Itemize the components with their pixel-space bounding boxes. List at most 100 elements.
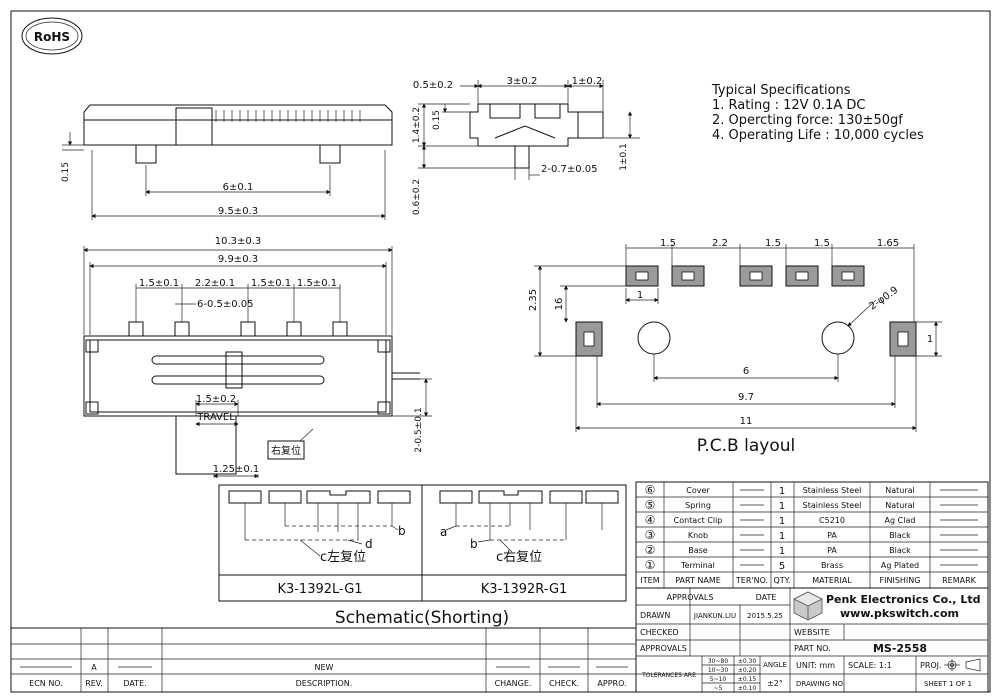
tb-tol-range-3: 5~10	[710, 676, 727, 683]
rev-header-change: CHANGE.	[495, 679, 532, 688]
bom-qty-2: 1	[779, 546, 785, 557]
tb-tol-range-4: ~5	[714, 685, 723, 692]
bom-finishing-3: Black	[889, 531, 911, 540]
tb-drawn-date: 2015.5.25	[747, 612, 783, 620]
end-dim-width: 3±0.2	[507, 76, 538, 87]
bom-part-3: Knob	[688, 531, 708, 540]
spec-line-2: 2. Opercting force: 130±50gf	[712, 113, 903, 128]
bom-part-5: Spring	[685, 501, 711, 510]
pcb-dim-overall: 11	[740, 416, 753, 427]
end-dim-lip: 1±0.2	[572, 76, 603, 87]
tb-approvals: APPROVALS	[667, 593, 714, 602]
tb-tolerances: TOLERANCES ARE	[641, 672, 696, 679]
specs-title: Typical Specifications	[711, 83, 851, 98]
rev-a: A	[91, 663, 97, 672]
side-dim-pitch: 6±0.1	[223, 182, 254, 193]
travel-label: TRAVEL	[196, 412, 235, 423]
front-view: 10.3±0.3 9.9±0.3 1.5±0.1 2.2±0.1 1.5±0.1…	[83, 236, 432, 479]
pcb-dim-tab-pitch: 9.7	[738, 392, 754, 403]
bom-item-3: ③	[645, 528, 656, 542]
pcb-dim-row-gap: 16	[554, 298, 565, 311]
schematic-title: Schematic(Shorting)	[335, 608, 509, 628]
rohs-logo: RoHS	[21, 17, 83, 55]
rev-new: NEW	[315, 663, 334, 672]
tb-scale: SCALE: 1:1	[848, 661, 892, 670]
tb-proj: PROJ.	[920, 661, 942, 670]
bom-finishing-5: Natural	[885, 501, 915, 510]
tb-tol-range-1: 30~80	[708, 658, 728, 665]
front-dim-pitch-2: 2.2±0.1	[195, 278, 235, 289]
spec-line-1: 1. Rating : 12V 0.1A DC	[712, 98, 865, 113]
tb-tol-range-2: 10~30	[708, 667, 728, 674]
reset-right-tag: 右复位	[271, 444, 301, 457]
front-dim-pin-width: 6-0.5±0.05	[197, 299, 254, 310]
rev-header-appro: APPRO.	[597, 679, 626, 688]
bom-part-2: Base	[688, 546, 708, 555]
schematic-left-b: b	[398, 524, 406, 538]
front-dim-travel: 1.25±0.1	[213, 464, 260, 475]
pcb-dim-tab-height: 1	[927, 334, 933, 345]
bom-qty-4: 1	[779, 516, 785, 527]
front-dim-knob-width: 1.5±0.2	[196, 394, 236, 405]
bom-table: ⑥ Cover 1 Stainless Steel Natural ⑤ Spri…	[635, 481, 989, 589]
front-dim-overall: 10.3±0.3	[215, 236, 262, 247]
tb-angle-value: ±2°	[767, 679, 783, 688]
schematic-left-label: K3-1392L-G1	[277, 582, 362, 597]
bom-item-4: ④	[645, 513, 656, 527]
bom-header-part-name: PART NAME	[675, 576, 721, 585]
bom-material-2: PA	[827, 546, 837, 555]
end-dim-pin-width: 2-0.7±0.05	[541, 164, 598, 175]
tb-date: DATE	[756, 593, 777, 602]
tb-drawn: DRAWN	[640, 611, 670, 620]
pcb-dim-hole-pitch: 6	[743, 366, 749, 377]
end-dim-pin-length: 0.6±0.2	[412, 179, 422, 215]
schematic-left-c: c左复位	[320, 550, 366, 565]
tb-tol-value-1: ±0.30	[738, 658, 757, 665]
tb-website: WEBSITE	[794, 628, 830, 637]
bom-finishing-1: Ag Plated	[881, 561, 919, 570]
bom-finishing-2: Black	[889, 546, 911, 555]
side-dim-length: 9.5±0.3	[218, 206, 258, 217]
end-dim-offset: 0.5±0.2	[413, 80, 453, 91]
schematic-right-label: K3-1392R-G1	[481, 582, 568, 597]
tb-tol-value-2: ±0.20	[738, 667, 757, 674]
tb-approvals-2: APPROVALS	[640, 644, 687, 653]
front-dim-pitch-1: 1.5±0.1	[139, 278, 179, 289]
rev-header-rev: REV.	[85, 679, 103, 688]
revision-block: A NEW ECN NO. REV. DATE. DESCRIPTION. CH…	[10, 627, 637, 693]
side-dim-thickness: 0.15	[61, 162, 71, 182]
end-view: 0.5±0.2 3±0.2 1±0.2 1.4±0.2 0.15 0.6±0.2…	[412, 76, 640, 215]
front-dim-pitch-3: 1.5±0.1	[251, 278, 291, 289]
projection-symbol-icon	[944, 658, 981, 672]
bom-material-6: Stainless Steel	[803, 486, 862, 495]
bom-material-4: C5210	[819, 516, 845, 525]
side-view: 6±0.1 9.5±0.3 0.15	[61, 104, 393, 220]
front-dim-tab: 2-0.5±0.1	[414, 407, 424, 452]
tb-sheet: SHEET 1 OF 1	[924, 680, 972, 688]
tb-unit: UNIT: mm	[796, 661, 835, 670]
typical-specifications: Typical Specifications 1. Rating : 12V 0…	[711, 83, 924, 143]
tb-angle: ANGLE	[763, 661, 787, 669]
rev-header-check: CHECK.	[549, 679, 579, 688]
pcb-dim-top-4: 1.5	[814, 238, 830, 249]
tb-tol-value-4: ±0.10	[738, 685, 757, 692]
front-dim-body: 9.9±0.3	[218, 254, 258, 265]
bom-qty-5: 1	[779, 501, 785, 512]
end-dim-height: 1.4±0.2	[412, 107, 422, 143]
bom-item-1: ①	[645, 558, 656, 572]
schematic-right-a: a	[440, 525, 447, 539]
front-dim-pitch-4: 1.5±0.1	[297, 278, 337, 289]
pcb-layout-title: P.C.B layoul	[697, 436, 795, 456]
bom-finishing-6: Natural	[885, 486, 915, 495]
tb-drawn-by: JIANKUN.LIU	[693, 612, 736, 620]
bom-item-5: ⑤	[645, 498, 656, 512]
tb-company: Penk Electronics Co., Ltd	[826, 593, 980, 606]
tb-checked: CHECKED	[640, 628, 679, 637]
tb-part-no-label: PART NO.	[794, 644, 831, 653]
pcb-dim-top-5: 1.65	[877, 238, 899, 249]
tb-drawing-no: DRAWING NO.	[796, 680, 845, 688]
bom-part-4: Contact Clip	[674, 516, 723, 525]
bom-header-qty: QTY.	[774, 576, 791, 585]
rev-header-date: DATE.	[123, 679, 146, 688]
